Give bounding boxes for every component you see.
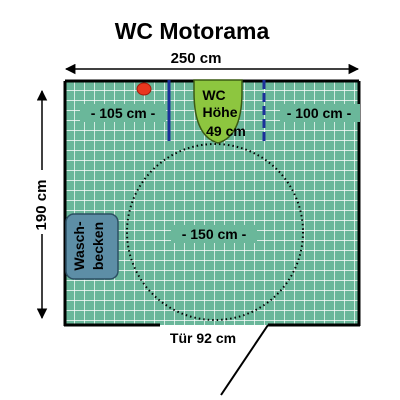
wc-label-line2: Höhe — [203, 104, 238, 120]
page-title: WC Motorama — [115, 18, 270, 44]
right-gap-label: - 100 cm - — [287, 105, 352, 121]
height-label-bg — [30, 170, 54, 234]
door-leaf — [220, 324, 269, 396]
door-label: Tür 92 cm — [170, 330, 236, 346]
turning-circle-label: - 150 cm - — [182, 226, 247, 242]
alarm-button-icon — [136, 82, 152, 96]
right-gap-label-bg — [280, 104, 360, 122]
wc-bowl-icon — [193, 79, 243, 144]
sink-label-line1: Wasch- — [71, 221, 87, 271]
width-label-bg — [160, 48, 232, 66]
left-gap-label-bg — [80, 104, 166, 122]
turning-circle-label-bg — [171, 225, 257, 243]
left-gap-label: - 105 cm - — [91, 105, 156, 121]
wash-basin-icon — [65, 213, 119, 280]
wc-label-line1: WC — [202, 87, 225, 103]
height-label: 190 cm — [33, 180, 50, 231]
turning-circle — [126, 143, 304, 321]
width-label: 250 cm — [171, 50, 222, 67]
wc-label-line3: 49 cm — [206, 123, 246, 139]
sink-label-line2: becken — [90, 222, 106, 270]
